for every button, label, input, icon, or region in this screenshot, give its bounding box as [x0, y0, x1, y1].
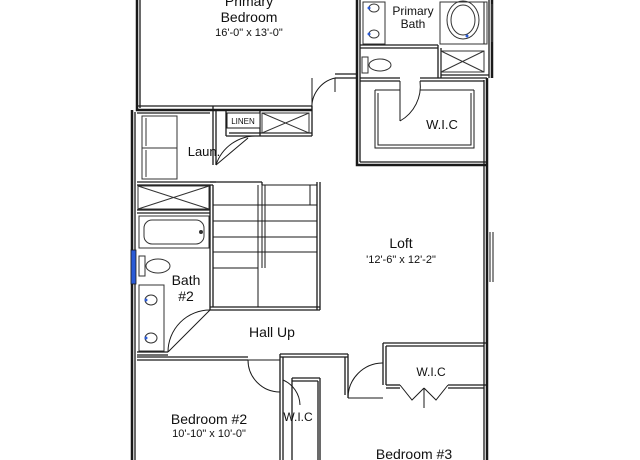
wic-bedroom2-label: W.I.C [283, 410, 313, 424]
bath2-name1: Bath [172, 272, 201, 288]
stairs [213, 184, 318, 307]
primary-bedroom-name1: Primary [225, 0, 273, 9]
bedroom3-wic-doors [399, 384, 449, 408]
loft-label: Loft [389, 235, 412, 251]
wic-primary-label: W.I.C [426, 117, 458, 132]
bedroom3-door [347, 343, 384, 399]
wic-bedroom3-label: W.I.C [416, 365, 446, 379]
bedroom3-label: Bedroom #3 [376, 446, 452, 460]
bedroom2-label: Bedroom #2 [171, 411, 247, 427]
loft-window [489, 232, 494, 282]
primary-wic-shelves [374, 89, 475, 149]
laundry-appliances [137, 112, 310, 210]
primary-bath-name1: Primary [392, 4, 433, 18]
laundry-label: Laun. [188, 144, 221, 159]
bedroom2-wic-door [282, 379, 301, 406]
linen-label: LINEN [231, 117, 255, 126]
primary-bedroom-size: 16'-0" x 13'-0" [215, 27, 283, 39]
bath2-name2: #2 [178, 288, 194, 304]
bedroom2-door [247, 359, 281, 393]
wic-primary-door [399, 80, 421, 122]
primary-bedroom-label: Bedroom [221, 9, 278, 25]
loft-size: '12'-6" x 12'-2" [366, 254, 436, 266]
bath2-fixtures [138, 215, 210, 352]
bedroom2-size: 10'-10" x 10'-0" [172, 428, 246, 440]
interior-walls [134, 0, 490, 460]
linen-closet [226, 112, 261, 129]
primary-bedroom-door [311, 77, 336, 111]
primary-bath-name2: Bath [401, 17, 426, 31]
bath2-door [167, 309, 211, 353]
primary-bath-fixtures [361, 0, 493, 74]
bath2-window [130, 249, 137, 285]
laundry-door [215, 135, 259, 166]
hall-label: Hall Up [249, 324, 295, 340]
